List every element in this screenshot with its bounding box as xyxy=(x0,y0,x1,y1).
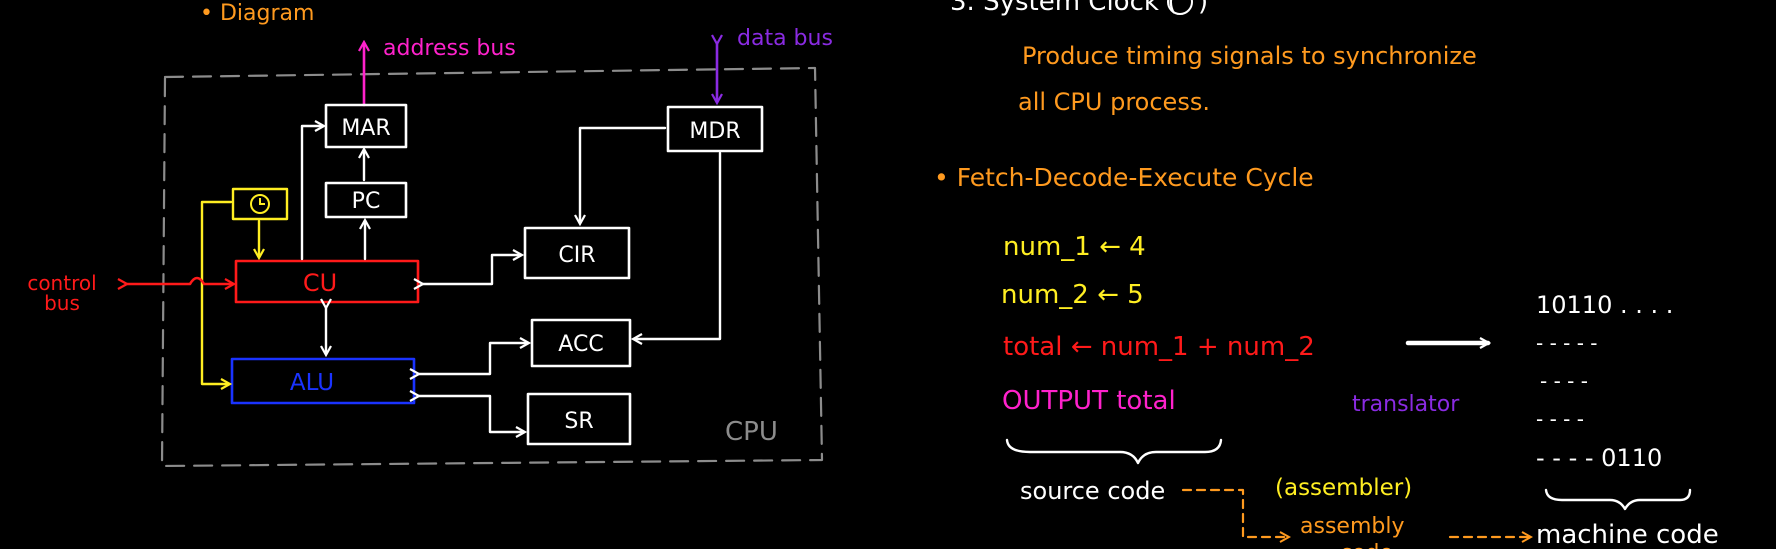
machine-code-label: machine code xyxy=(1536,520,1719,549)
pc-label: PC xyxy=(352,189,381,214)
address-bus-label: address bus xyxy=(383,36,516,61)
system-clock-item: 3. System Clock ( ) xyxy=(950,0,1208,17)
mdr-box xyxy=(666,105,764,153)
source-code-label: source code xyxy=(1020,477,1165,505)
acc-box xyxy=(530,318,632,368)
cpu-label: CPU xyxy=(725,417,778,447)
clock-description-line-2: all CPU process. xyxy=(1018,88,1210,116)
acc-label: ACC xyxy=(558,332,603,357)
mdr-label: MDR xyxy=(689,119,740,144)
binary-line-4: - - - - xyxy=(1536,407,1584,431)
code-line-3: total ← num_1 + num_2 xyxy=(1003,332,1315,362)
code-line-1: num_1 ← 4 xyxy=(1003,232,1146,262)
source-code-brace xyxy=(1005,438,1223,465)
alu-acc-arrow xyxy=(418,343,528,374)
binary-line-3: - - - - xyxy=(1540,369,1588,393)
control-bus-arrow xyxy=(126,276,233,284)
translator-label: translator xyxy=(1352,392,1460,417)
source-to-assembly-arrow xyxy=(1181,488,1288,537)
mar-label: MAR xyxy=(341,116,390,141)
code-line-4: OUTPUT total xyxy=(1002,386,1176,416)
assembly-code-label-2: code xyxy=(1340,541,1393,549)
clock-box xyxy=(231,187,289,221)
assembler-label: (assembler) xyxy=(1275,475,1412,501)
control-bus-label-1: control xyxy=(27,271,96,295)
clock-icon xyxy=(250,194,270,214)
cu-label: CU xyxy=(303,269,337,297)
binary-line-1: 10110 . . . . xyxy=(1536,291,1673,319)
assembly-code-label: assembly xyxy=(1300,514,1404,539)
clock-icon xyxy=(1167,0,1193,15)
diagram-heading: • Diagram xyxy=(200,1,314,26)
sr-label: SR xyxy=(564,409,593,434)
fde-heading: • Fetch-Decode-Execute Cycle xyxy=(934,163,1314,192)
machine-code-brace xyxy=(1544,488,1692,511)
pc-box xyxy=(324,181,408,219)
alu-sr-arrow xyxy=(418,396,524,432)
cu-cir-arrow xyxy=(422,255,521,284)
mdr-to-cir-arrow xyxy=(580,126,667,223)
alu-label: ALU xyxy=(290,370,334,396)
control-bus-label-2: bus xyxy=(44,291,80,315)
data-bus-label: data bus xyxy=(737,26,833,51)
clock-to-alu-arrow xyxy=(200,200,233,384)
clock-description-line-1: Produce timing signals to synchronize xyxy=(1022,42,1477,70)
sr-box xyxy=(526,392,632,446)
system-clock-heading: 3. System Clock ( xyxy=(950,0,1177,17)
cir-label: CIR xyxy=(558,243,595,268)
system-clock-heading-end: ) xyxy=(1198,0,1208,17)
binary-line-2: - - - - - xyxy=(1536,331,1598,355)
cu-to-mar-arrow xyxy=(300,126,323,261)
cpu-boundary xyxy=(160,66,824,468)
binary-line-5: - - - - 0110 xyxy=(1536,444,1662,472)
mdr-to-acc-arrow xyxy=(634,151,722,339)
cir-box xyxy=(523,226,631,280)
code-line-2: num_2 ← 5 xyxy=(1001,280,1144,310)
alu-box xyxy=(230,357,416,405)
